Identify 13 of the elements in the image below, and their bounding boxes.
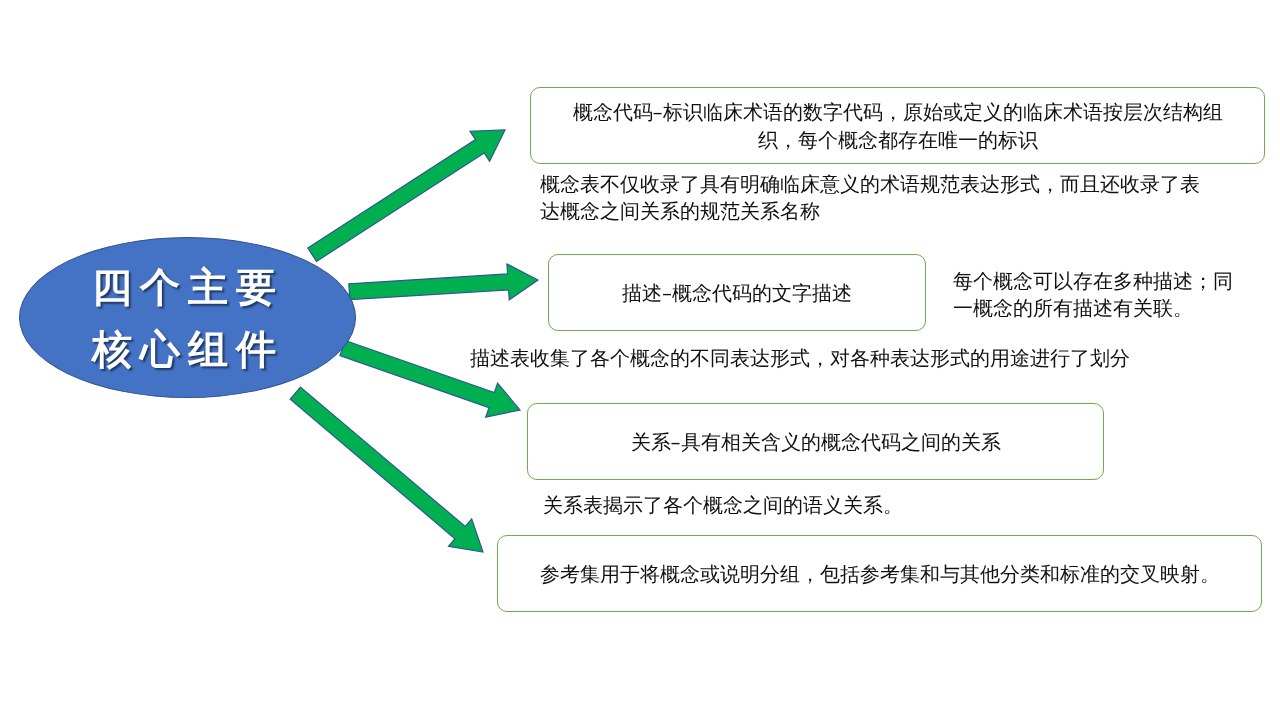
block-arrow (306, 129, 506, 263)
block-arrow (339, 339, 522, 418)
note-text: 每个概念可以存在多种描述；同一概念的所有描述有关联。 (953, 268, 1234, 322)
description-text: 关系表揭示了各个概念之间的语义关系。 (543, 492, 904, 519)
component-box: 描述–概念代码的文字描述 (548, 254, 926, 331)
description-text: 概念表不仅收录了具有明确临床意义的术语规范表达形式，而且还收录了表达概念之间关系的规范关系名称 (540, 171, 1200, 225)
block-arrow (289, 386, 484, 553)
block-arrow (348, 262, 540, 301)
component-box: 关系–具有相关含义的概念代码之间的关系 (527, 403, 1104, 480)
component-box: 概念代码–标识临床术语的数字代码，原始或定义的临床术语按层次结构组织，每个概念都存在唯一的标识 (530, 87, 1265, 164)
description-text: 描述表收集了各个概念的不同表达形式，对各种表达形式的用途进行了划分 (470, 345, 1131, 372)
component-box: 参考集用于将概念或说明分组，包括参考集和与其他分类和标准的交叉映射。 (497, 535, 1262, 612)
title-ellipse: 四个主要核心组件 (19, 237, 356, 398)
